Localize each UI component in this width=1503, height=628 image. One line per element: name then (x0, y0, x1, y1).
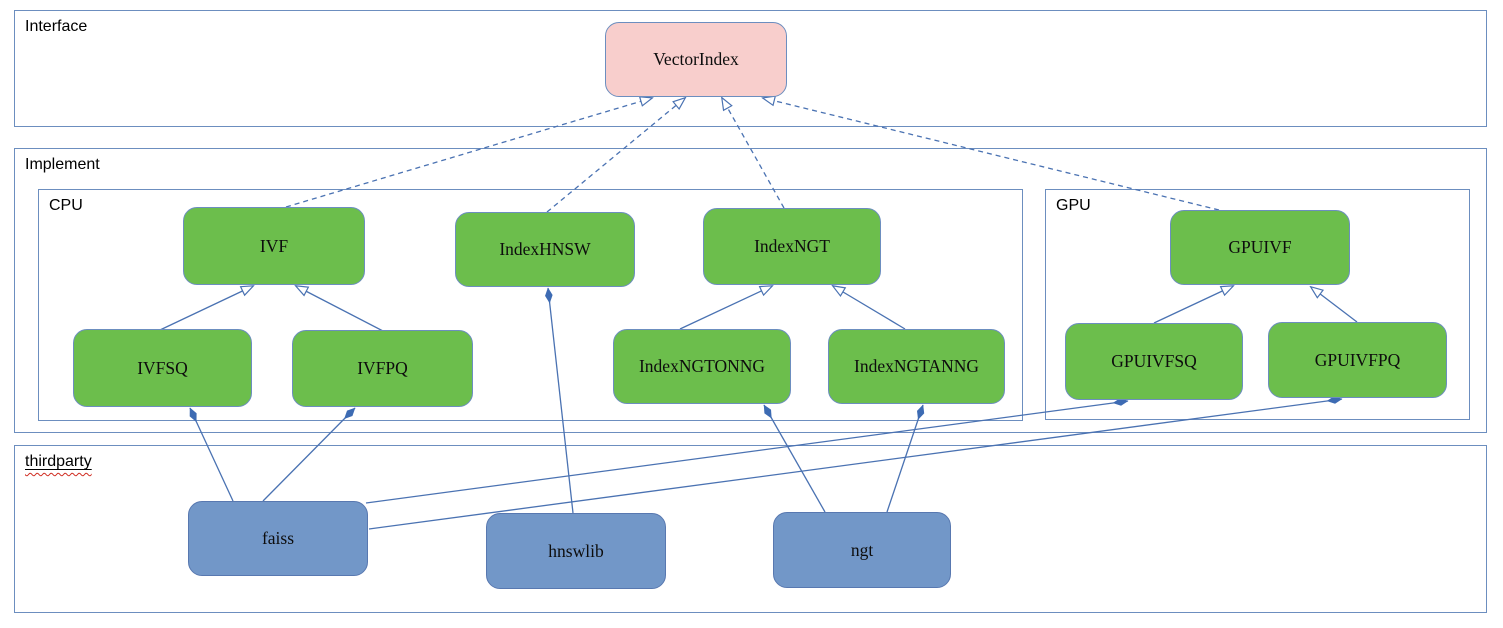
node-gpuivfsq-label: GPUIVFSQ (1111, 351, 1197, 371)
container-implement-label: Implement (25, 156, 100, 173)
node-hnswlib-label: hnswlib (548, 540, 604, 561)
container-thirdparty-label: thirdparty (25, 453, 92, 471)
node-vectorindex-label: VectorIndex (653, 49, 739, 69)
node-gpuivfsq: GPUIVFSQ (1065, 323, 1243, 400)
node-hnswlib: hnswlib (486, 513, 666, 589)
node-gpuivfpq-label: GPUIVFPQ (1314, 349, 1401, 370)
node-indexhnsw-label: IndexHNSW (499, 239, 591, 259)
node-indexngtanng: IndexNGTANNG (828, 329, 1005, 404)
node-ngt: ngt (773, 512, 951, 588)
node-indexngtonng: IndexNGTONNG (613, 329, 791, 404)
node-gpuivfpq: GPUIVFPQ (1268, 322, 1447, 398)
node-indexngtanng-label: IndexNGTANNG (854, 356, 979, 376)
node-faiss: faiss (188, 501, 368, 576)
container-cpu-label: CPU (49, 197, 83, 214)
node-faiss-label: faiss (261, 528, 295, 548)
node-indexngt-label: IndexNGT (754, 236, 830, 256)
container-gpu-label: GPU (1056, 197, 1091, 214)
node-ivfpq-label: IVFPQ (357, 358, 408, 378)
node-gpuivf-label: GPUIVF (1228, 237, 1292, 257)
node-indexngtonng-label: IndexNGTONNG (638, 356, 766, 376)
node-vectorindex: VectorIndex (605, 22, 787, 97)
node-gpuivf: GPUIVF (1170, 210, 1350, 285)
node-ivfsq: IVFSQ (73, 329, 252, 407)
node-ivfpq: IVFPQ (292, 330, 473, 407)
node-ngt-label: ngt (850, 539, 874, 560)
container-thirdparty-label-text: thirdparty (25, 453, 92, 470)
node-ivf: IVF (183, 207, 365, 285)
container-interface-label: Interface (25, 18, 88, 35)
node-ivfsq-label: IVFSQ (137, 357, 188, 378)
node-indexhnsw: IndexHNSW (455, 212, 635, 287)
node-indexngt: IndexNGT (703, 208, 881, 285)
node-ivf-label: IVF (259, 235, 289, 256)
